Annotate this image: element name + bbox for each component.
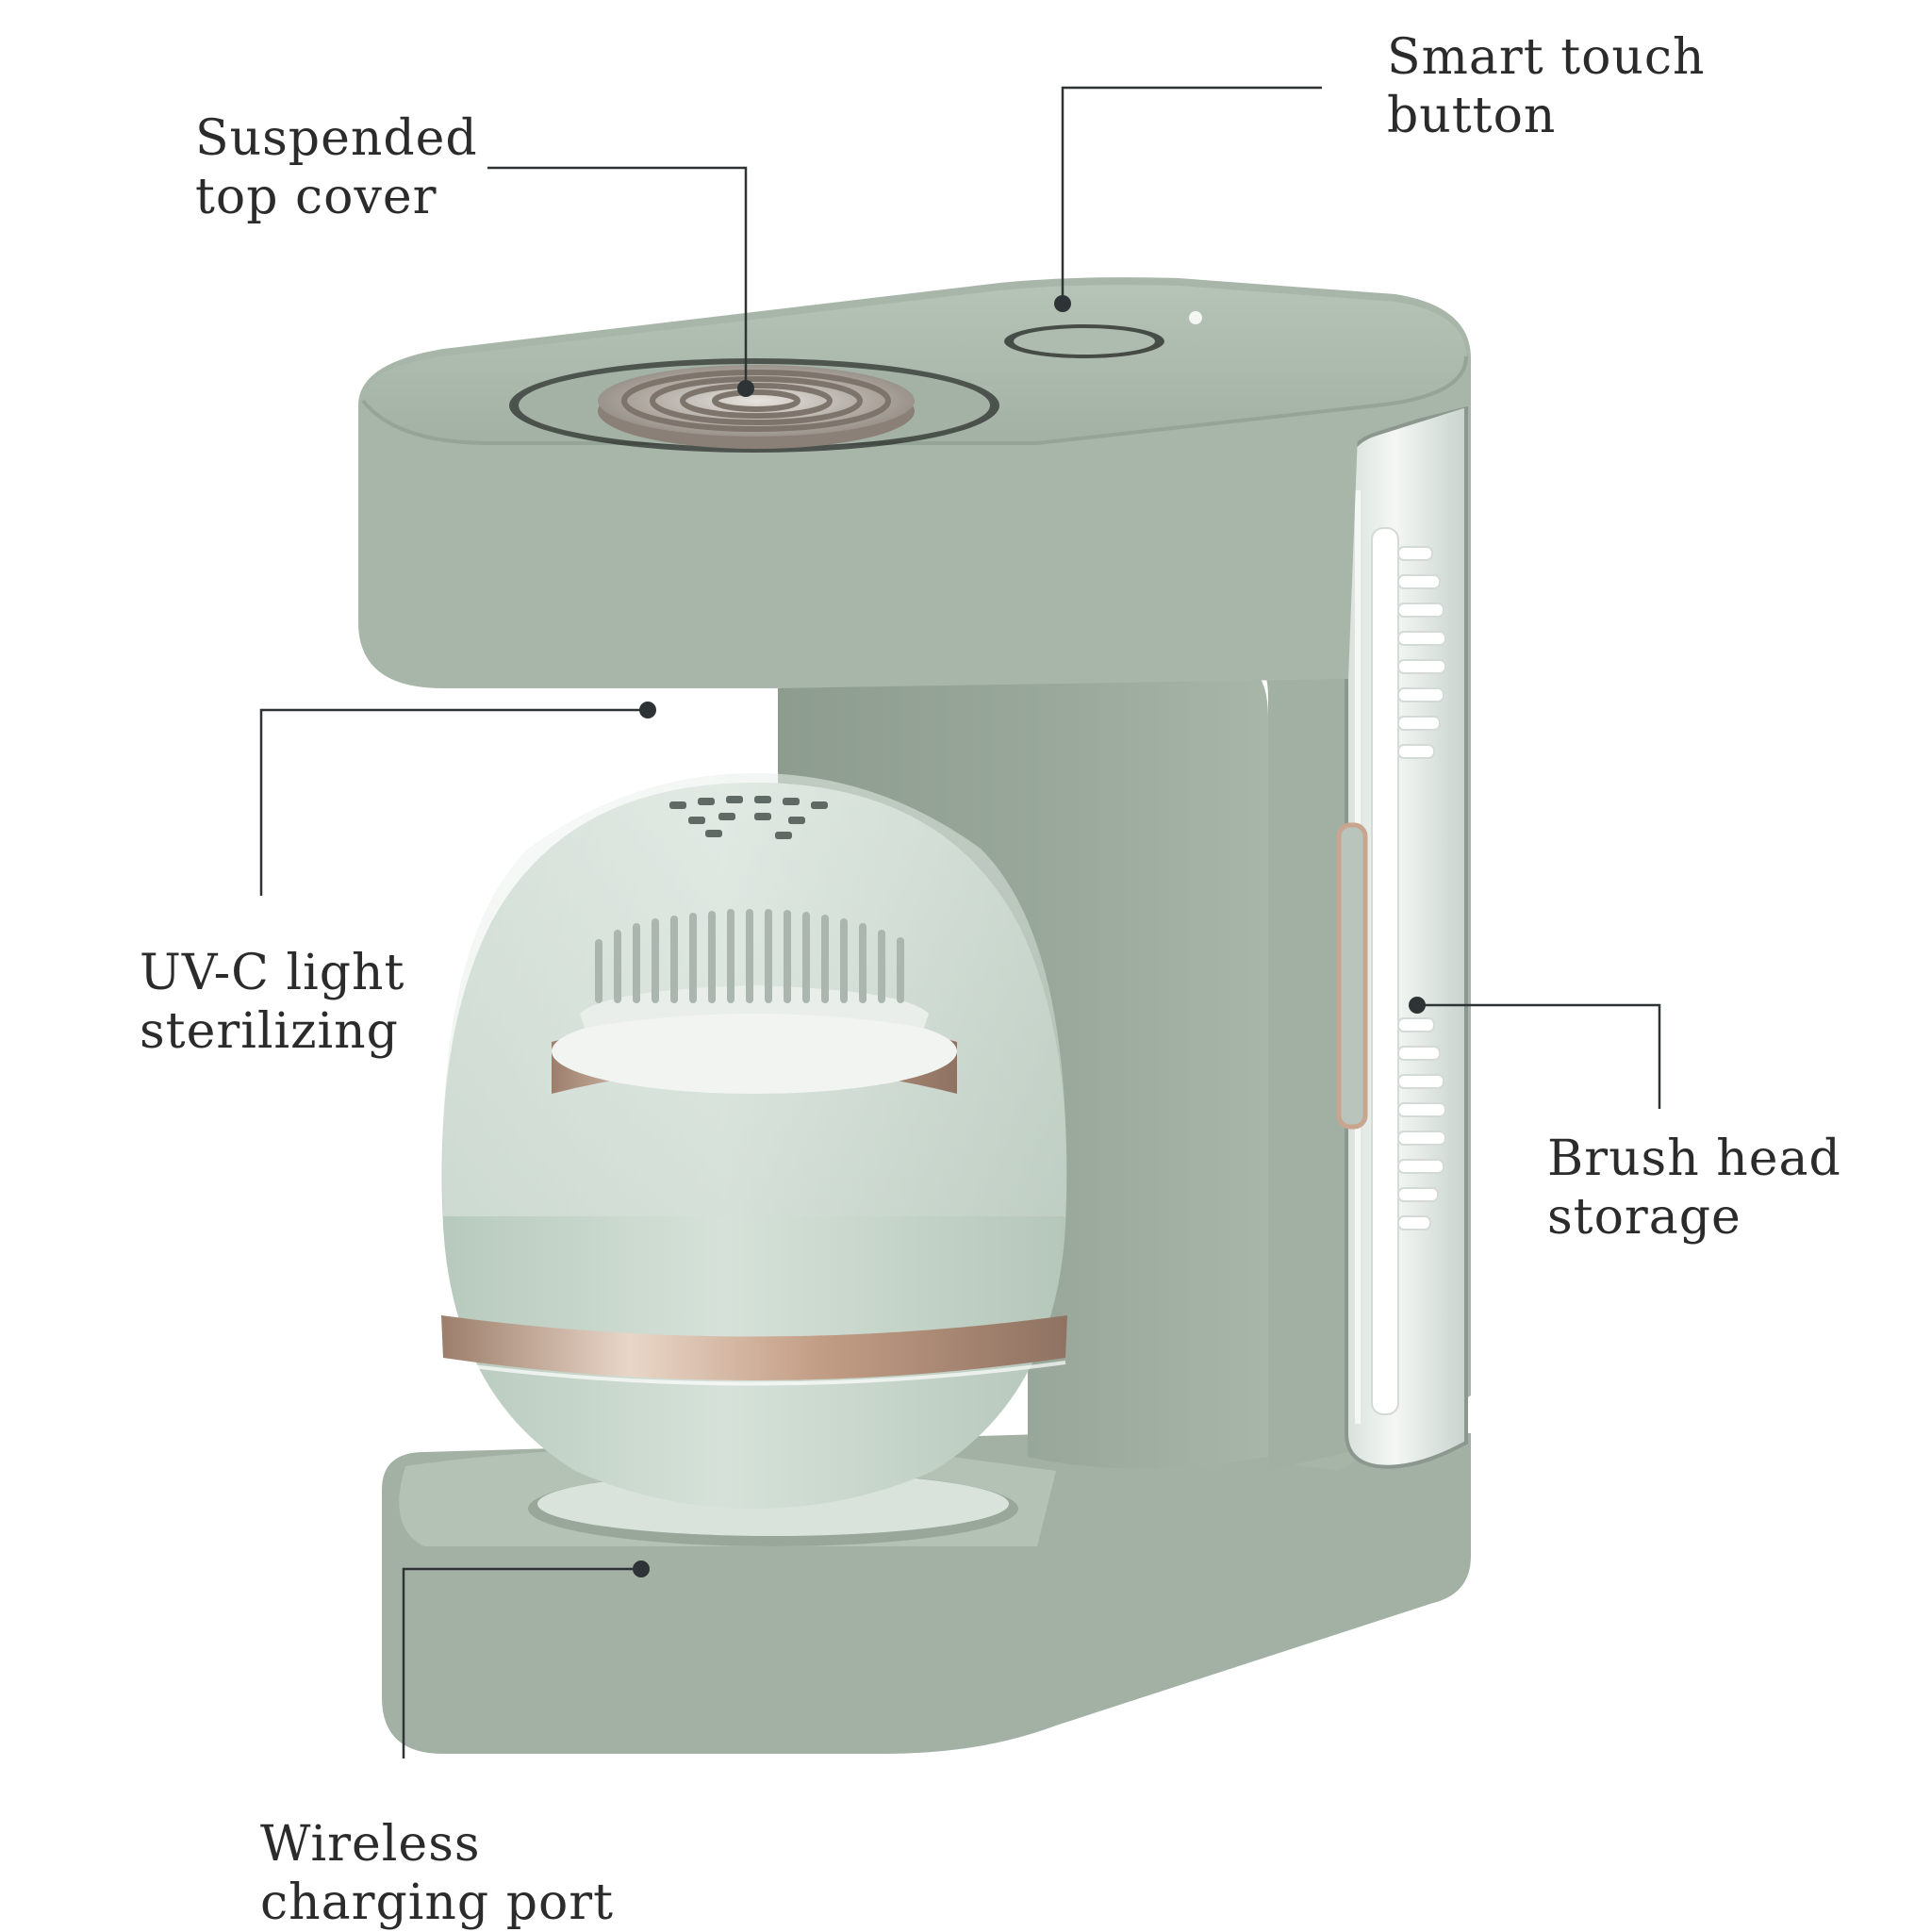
- callout-top-cover: Suspended top cover: [195, 109, 478, 226]
- brush-bristles: [595, 909, 904, 1003]
- uv-dome-vents: [669, 796, 828, 839]
- dot-uvc: [639, 702, 656, 718]
- callout-touch-button: Smart touch button: [1387, 28, 1706, 145]
- storage-latch: [1336, 822, 1368, 1130]
- stored-brush-head: [1371, 527, 1446, 1415]
- callout-touch-button-line2: button: [1387, 88, 1557, 144]
- callout-storage-line2: storage: [1547, 1189, 1741, 1246]
- leader-top-cover: [487, 166, 748, 388]
- callout-storage-line1: Brush head: [1547, 1131, 1841, 1187]
- leader-lines: [259, 86, 1661, 1759]
- dot-touch-button: [1054, 295, 1071, 312]
- leader-charging: [402, 1567, 641, 1759]
- suspended-top-cover: [358, 277, 1471, 688]
- leader-dots: [633, 295, 1426, 1577]
- dot-storage: [1409, 997, 1426, 1014]
- dot-top-cover: [737, 380, 754, 397]
- callout-touch-button-line1: Smart touch: [1387, 29, 1706, 86]
- callout-uvc-line2: sterilizing: [140, 1003, 399, 1060]
- indicator-light-icon: [1189, 311, 1202, 324]
- callout-top-cover-line1: Suspended: [195, 110, 478, 167]
- callout-charging: Wireless charging port: [260, 1815, 614, 1932]
- rose-gold-band: [441, 1315, 1067, 1380]
- leader-uvc: [259, 708, 648, 896]
- callout-storage: Brush head storage: [1547, 1130, 1841, 1247]
- callout-top-cover-line2: top cover: [195, 169, 437, 225]
- base-platform: [382, 1433, 1471, 1754]
- callout-uvc-line1: UV-C light: [140, 945, 405, 1001]
- callout-charging-line1: Wireless: [260, 1816, 481, 1873]
- callout-uvc: UV-C light sterilizing: [140, 944, 404, 1061]
- leader-touch-button: [1061, 86, 1322, 304]
- touch-button-area: [1004, 324, 1164, 358]
- dot-charging: [633, 1560, 650, 1577]
- leader-storage: [1417, 1003, 1661, 1109]
- callout-charging-line2: charging port: [260, 1874, 615, 1931]
- cleansing-device: [441, 773, 1067, 1509]
- brush-storage-window: [1336, 403, 1468, 1469]
- top-cover-disc: [598, 365, 915, 449]
